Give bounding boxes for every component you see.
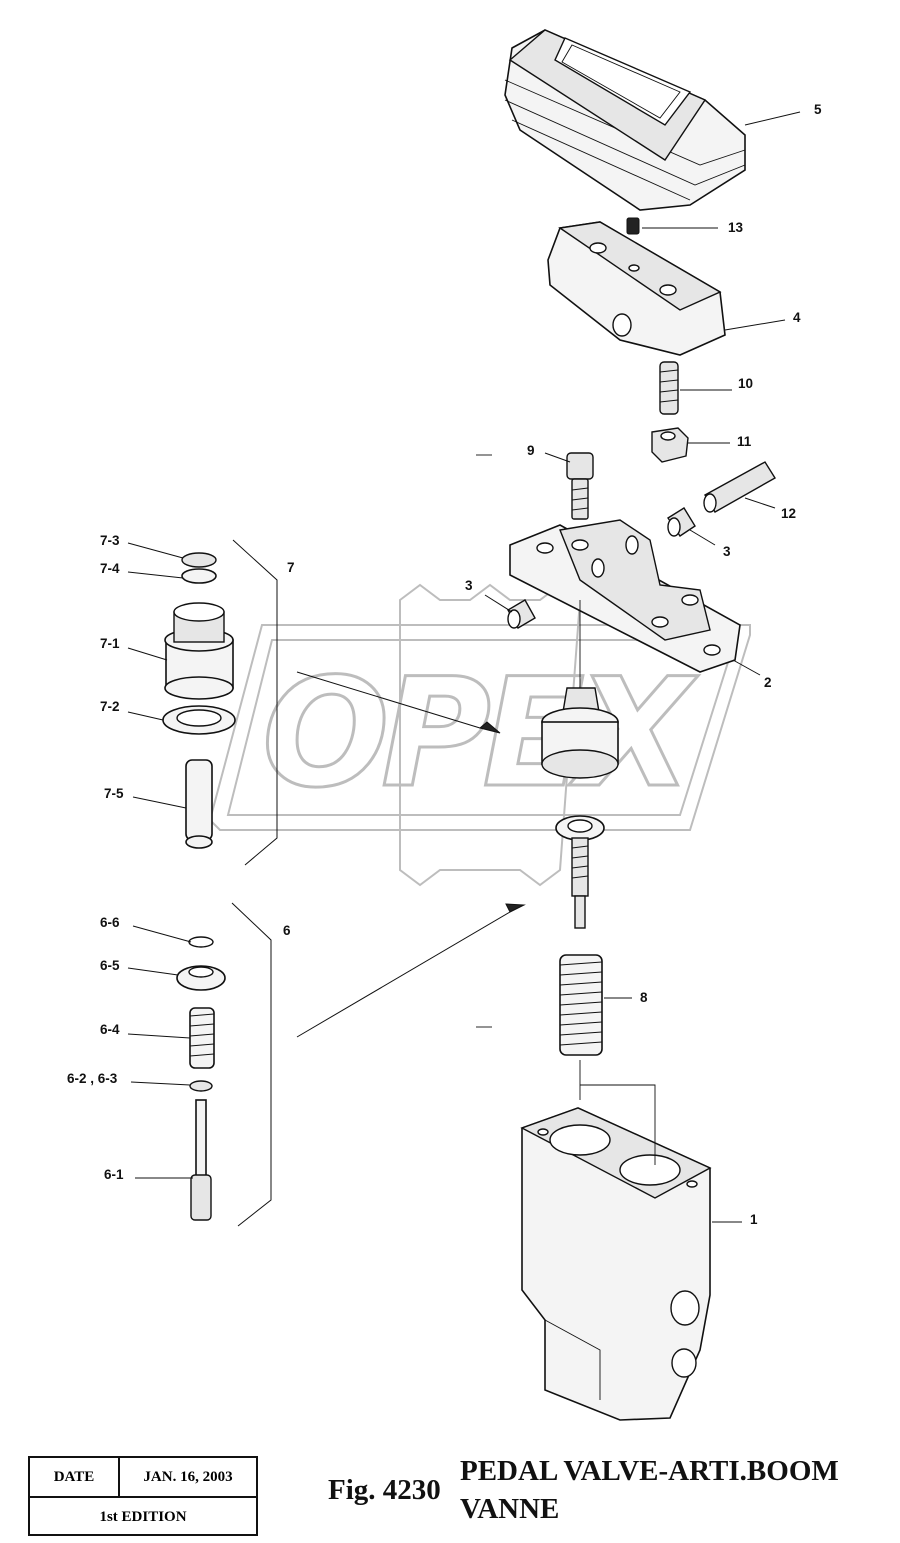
- leader-lines: [127, 111, 801, 1223]
- boot-part-5: [504, 29, 746, 211]
- arrow-to-plunger: [478, 721, 501, 734]
- watermark-text: OPEX: [262, 647, 698, 821]
- callout-6-5: 6-5: [100, 958, 120, 973]
- edition-box: DATE JAN. 16, 2003 1st EDITION: [28, 1456, 258, 1536]
- bushing-part-3-right: [667, 507, 696, 537]
- set-screw-part-13: [626, 217, 640, 235]
- date-label: DATE: [30, 1458, 120, 1496]
- callout-6-4: 6-4: [100, 1022, 120, 1037]
- valve-body-part-1: [520, 1107, 712, 1421]
- callout-6: 6: [283, 923, 291, 938]
- callout-6-6: 6-6: [100, 915, 120, 930]
- callout-7-1: 7-1: [100, 636, 120, 651]
- callout-7-2: 7-2: [100, 699, 120, 714]
- callout-3-left: 3: [465, 578, 473, 593]
- plunger-assembly-center: [541, 687, 619, 929]
- callout-7-3: 7-3: [100, 533, 120, 548]
- callout-6-1: 6-1: [104, 1167, 124, 1182]
- callout-7-5: 7-5: [104, 786, 124, 801]
- pin-part-12: [703, 461, 776, 513]
- arrow-to-spool: [505, 903, 526, 913]
- edition-label: 1st EDITION: [99, 1508, 187, 1525]
- nut-part-11: [651, 427, 689, 463]
- callout-7-4: 7-4: [100, 561, 120, 576]
- callout-13: 13: [728, 220, 744, 235]
- bushing-part-3-left: [507, 599, 536, 629]
- figure-title-line-2: VANNE: [460, 1493, 560, 1525]
- callout-11: 11: [737, 434, 752, 449]
- opex-watermark: OPEX: [208, 583, 751, 887]
- callout-labels: 5 13 4 10 11 9 12 3 3 2 8 1 7 6 7-3 7-4 …: [67, 102, 822, 1227]
- pedal-bracket-part-4: [547, 221, 726, 356]
- callout-10: 10: [738, 376, 753, 391]
- stud-part-10: [659, 361, 679, 415]
- group-brackets: [231, 454, 656, 1227]
- bolt-part-9: [566, 452, 594, 520]
- base-plate-part-2: [509, 519, 741, 673]
- callout-8: 8: [640, 990, 648, 1005]
- spring-part-8: [559, 954, 603, 1056]
- group-6-parts: [176, 936, 226, 1221]
- callout-12: 12: [781, 506, 796, 521]
- group-7-parts: [162, 552, 236, 849]
- callout-9: 9: [527, 443, 535, 458]
- date-value: JAN. 16, 2003: [143, 1468, 233, 1485]
- callout-2: 2: [764, 675, 772, 690]
- figure-title-line-1: PEDAL VALVE-ARTI.BOOM: [460, 1455, 839, 1487]
- callout-1: 1: [750, 1212, 758, 1227]
- callout-5: 5: [814, 102, 822, 117]
- callout-4: 4: [793, 310, 801, 325]
- figure-number: Fig. 4230: [328, 1474, 441, 1506]
- callout-7: 7: [287, 560, 295, 575]
- callout-3-right: 3: [723, 544, 731, 559]
- callout-6-2-6-3: 6-2 , 6-3: [67, 1071, 118, 1086]
